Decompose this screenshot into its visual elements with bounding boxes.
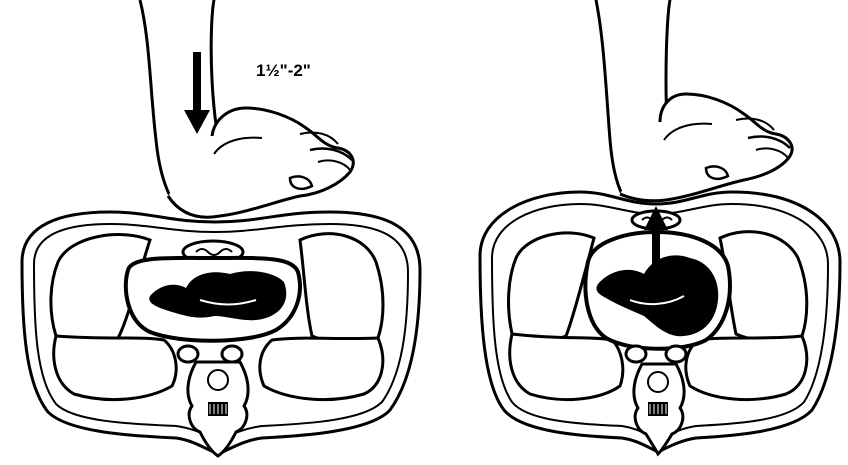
esophagus <box>222 346 242 362</box>
release-panel <box>480 0 840 454</box>
compression-depth-label: 1½"-2" <box>256 61 311 80</box>
esophagus <box>666 346 686 362</box>
aorta <box>626 346 646 362</box>
aorta <box>178 346 198 362</box>
compression-panel: 1½"-2" <box>22 0 420 456</box>
